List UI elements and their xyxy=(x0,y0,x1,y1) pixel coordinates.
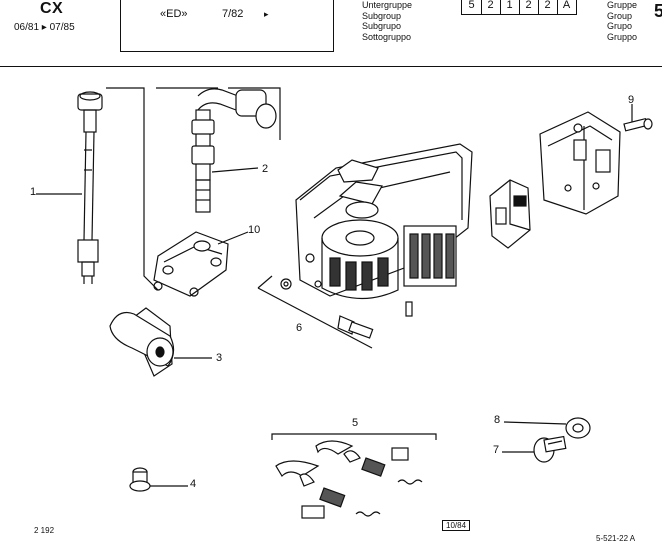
mounting-bracket xyxy=(153,231,229,297)
leader-line xyxy=(217,231,249,245)
subgroup-label-it: Sottogruppo xyxy=(362,31,412,42)
code-char: 2 xyxy=(538,0,558,14)
grommet xyxy=(129,467,151,492)
group-label-it: Gruppo xyxy=(607,31,638,42)
production-dates: 06/81 ▸ 07/85 xyxy=(14,22,75,33)
bolt-long xyxy=(623,117,653,132)
page-reference: 7/82 xyxy=(222,8,244,20)
fuel-hose xyxy=(191,88,277,213)
subgroup-label-en: Subgroup xyxy=(362,10,402,21)
group-labels: Gruppe Group Grupo Gruppo xyxy=(607,0,637,42)
bracket-line xyxy=(106,87,159,291)
meter-assembly xyxy=(295,143,473,317)
leader-line xyxy=(211,167,259,173)
next-arrow-icon: ▸ xyxy=(264,9,269,19)
code-char: 2 xyxy=(519,0,539,14)
callout-3: 3 xyxy=(216,352,223,364)
code-char: 2 xyxy=(481,0,501,14)
leader-line xyxy=(503,421,567,425)
code-char: 1 xyxy=(500,0,520,14)
callout-2: 2 xyxy=(262,163,269,175)
model-name: CX xyxy=(40,0,64,17)
callout-4: 4 xyxy=(190,478,197,490)
footer-page-box: 10/84 xyxy=(442,520,471,531)
callout-8: 8 xyxy=(494,414,501,426)
code-char: A xyxy=(562,0,571,11)
subgroup-label-de: Untergruppe xyxy=(362,0,413,10)
side-housing xyxy=(539,111,621,215)
edition-label: «ED» xyxy=(160,8,188,20)
footer-reference: 5-521-22 A xyxy=(596,534,636,543)
callout-9: 9 xyxy=(628,94,635,106)
bracket-line xyxy=(156,87,281,140)
subgroup-labels: Untergruppe Subgroup Subgrupo Sottogrupp… xyxy=(362,0,412,42)
callout-6: 6 xyxy=(296,322,303,334)
code-char: 5 xyxy=(462,0,482,14)
small-parts-kit xyxy=(271,433,437,519)
group-number: 5 xyxy=(654,1,662,21)
screw xyxy=(533,435,567,463)
header-divider xyxy=(0,66,662,67)
callout-7: 7 xyxy=(493,444,500,456)
footer-code: 2 192 xyxy=(34,526,55,535)
washer xyxy=(565,417,591,439)
switch-block xyxy=(489,179,531,249)
callout-1: 1 xyxy=(30,186,37,198)
callout-10: 10 xyxy=(248,224,261,236)
group-label-de: Gruppe xyxy=(607,0,638,10)
speedometer-cable xyxy=(77,91,103,284)
callout-5: 5 xyxy=(352,417,359,429)
edition-box xyxy=(120,0,334,52)
subgroup-code: 5 2 1 2 2 A xyxy=(461,0,577,15)
filter-cartridge xyxy=(109,307,175,377)
group-label-en: Group xyxy=(607,10,633,21)
subgroup-label-es: Subgrupo xyxy=(362,21,402,31)
group-label-es: Grupo xyxy=(607,21,633,31)
screw-assembly xyxy=(257,275,374,349)
